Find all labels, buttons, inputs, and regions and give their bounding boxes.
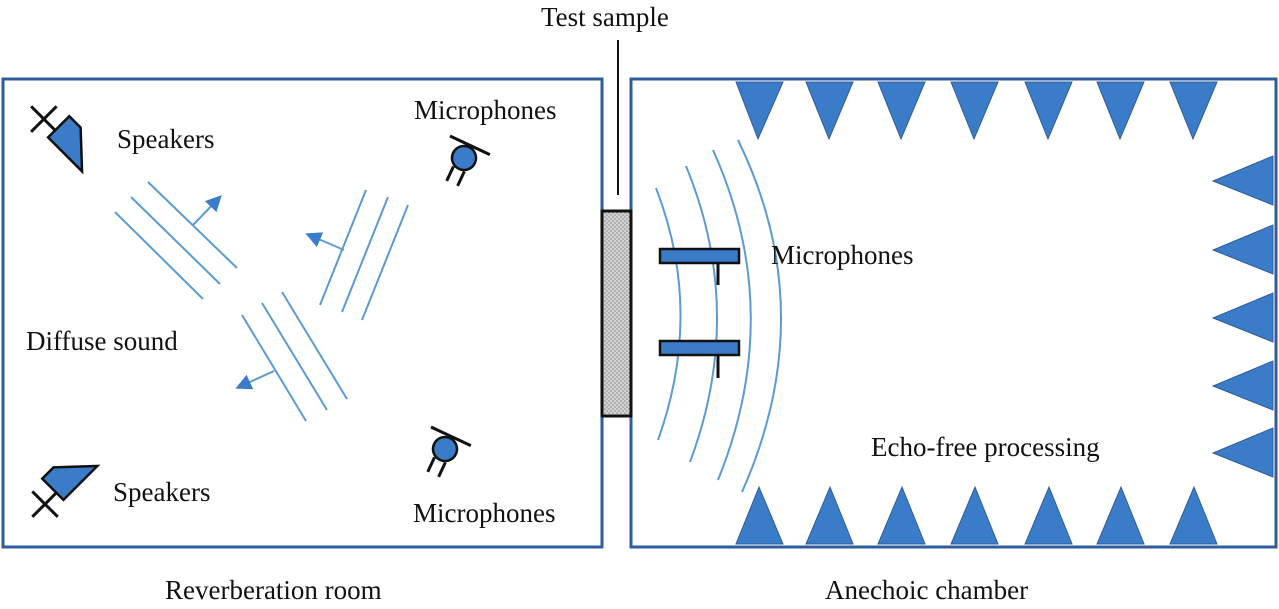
wedge-absorbers-top — [735, 81, 1218, 141]
anechoic-chamber-label: Anechoic chamber — [825, 575, 1029, 605]
wedge-absorber-icon — [1169, 485, 1218, 545]
wedge-absorber-icon — [1024, 485, 1073, 545]
microphones-label-top: Microphones — [414, 95, 557, 125]
wedge-absorber-icon — [1211, 360, 1274, 411]
wedge-absorber-icon — [877, 81, 926, 141]
wedge-absorber-icon — [805, 485, 854, 545]
reverberation-room-label: Reverberation room — [165, 575, 382, 605]
wedge-absorber-icon — [1211, 292, 1274, 343]
wedge-absorber-icon — [1211, 427, 1274, 478]
wedge-absorber-icon — [1024, 81, 1073, 141]
speaker-icon — [31, 464, 101, 518]
microphone-icon — [426, 425, 472, 478]
reverberation-room — [1, 77, 604, 549]
wedge-absorbers-bottom — [735, 485, 1218, 545]
microphones-label-bottom: Microphones — [413, 498, 556, 528]
wedge-absorber-icon — [735, 485, 784, 545]
arrow-icon — [192, 195, 222, 226]
wedge-absorber-icon — [1169, 81, 1218, 141]
microphone-right-bottom — [658, 339, 741, 378]
anechoic-chamber — [629, 77, 1278, 549]
diffuse-wave-group-3 — [235, 291, 348, 422]
arrow-icon — [235, 370, 275, 390]
wedge-absorbers-right — [1211, 155, 1274, 478]
wedge-absorber-icon — [950, 81, 999, 141]
echo-free-label: Echo-free processing — [871, 432, 1100, 462]
microphones-label-right: Microphones — [771, 240, 914, 270]
arrow-icon — [305, 232, 345, 251]
test-sample-label: Test sample — [541, 2, 669, 32]
wedge-absorber-icon — [805, 81, 854, 141]
wedge-absorber-icon — [1211, 224, 1274, 275]
speakers-label-top: Speakers — [117, 124, 215, 154]
transmitted-sound-waves — [655, 139, 782, 493]
test-sample-panel — [600, 209, 633, 418]
diffuse-wave-group-2 — [305, 189, 409, 321]
wedge-absorber-icon — [1211, 155, 1274, 206]
diffuse-wave-group-1 — [114, 181, 238, 300]
microphone-icon — [445, 134, 491, 187]
microphone-right-top — [658, 247, 741, 285]
wedge-absorber-icon — [877, 485, 926, 545]
wedge-absorber-icon — [950, 485, 999, 545]
wedge-absorber-icon — [735, 81, 784, 141]
diffuse-sound-label: Diffuse sound — [26, 326, 178, 356]
speaker-icon — [30, 105, 84, 175]
speakers-label-bottom: Speakers — [113, 477, 211, 507]
wedge-absorber-icon — [1096, 81, 1145, 141]
wedge-absorber-icon — [1096, 485, 1145, 545]
